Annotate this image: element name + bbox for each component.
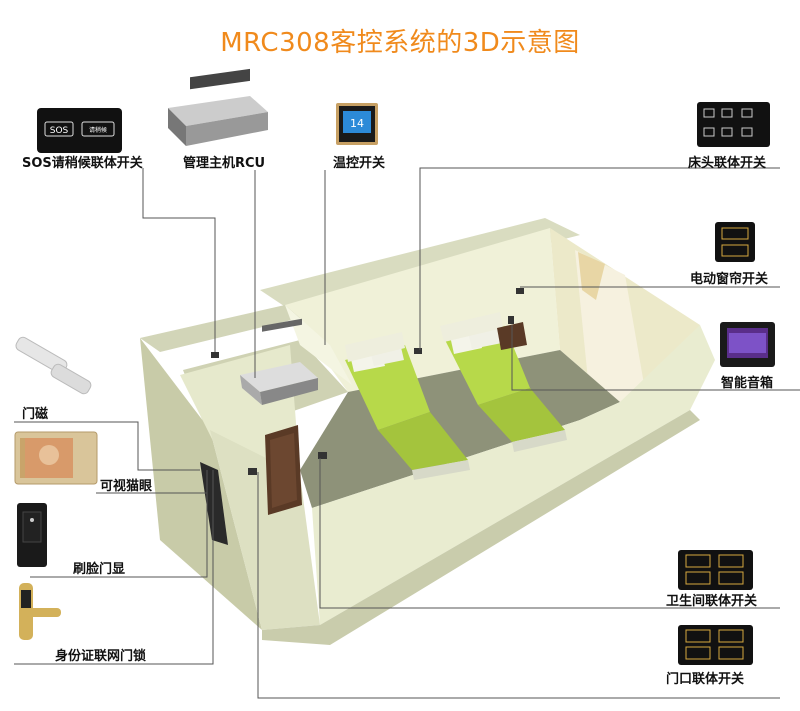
id-lock-icon	[19, 583, 61, 640]
label-id-lock: 身份证联网门锁	[55, 649, 147, 664]
bed-right	[445, 326, 567, 452]
page-title: MRC308客控系统的3D示意图	[220, 28, 580, 58]
line-speaker	[511, 325, 800, 391]
bathroom-panel-icon	[678, 550, 753, 590]
label-door-sensor: 门磁	[22, 407, 49, 422]
face-door-display-icon	[17, 503, 47, 567]
sos-panel-right-text: 请稍候	[89, 126, 107, 134]
label-curtain-switch: 电动窗帘开关	[690, 272, 769, 287]
line-sos	[142, 168, 216, 352]
label-face-door-display: 刷脸门显	[73, 562, 126, 577]
door-sensor-icon	[15, 336, 92, 395]
line-bathroom	[319, 458, 780, 609]
label-thermostat: 温控开关	[333, 156, 386, 171]
line-door-sensor	[14, 421, 200, 471]
label-sos-switch: SOS请稍候联体开关	[22, 156, 143, 171]
label-door-switch: 门口联体开关	[666, 672, 745, 687]
curtain-panel-icon	[715, 222, 755, 262]
sos-panel-icon: SOS 请稍候	[37, 108, 122, 153]
label-smart-speaker: 智能音箱	[721, 376, 774, 391]
sos-panel-text: SOS	[50, 126, 69, 136]
line-face-display	[30, 470, 208, 578]
label-bedside-switch: 床头联体开关	[688, 156, 767, 171]
door-switch-panel-icon	[678, 625, 753, 665]
room-model	[140, 218, 715, 645]
line-door-switch	[257, 472, 780, 699]
thermostat-icon: 14	[336, 103, 378, 145]
rcu-device-icon	[168, 68, 268, 146]
line-bedside	[419, 167, 780, 350]
label-rcu: 管理主机RCU	[183, 156, 266, 171]
label-bathroom-switch: 卫生间联体开关	[666, 594, 758, 609]
connector-lines	[14, 167, 800, 699]
label-peephole: 可视猫眼	[100, 479, 153, 494]
peephole-icon	[14, 431, 98, 485]
line-lock	[14, 470, 214, 665]
thermostat-display: 14	[350, 117, 364, 130]
smart-speaker-icon	[720, 322, 775, 367]
bedside-panel-icon	[697, 102, 770, 147]
